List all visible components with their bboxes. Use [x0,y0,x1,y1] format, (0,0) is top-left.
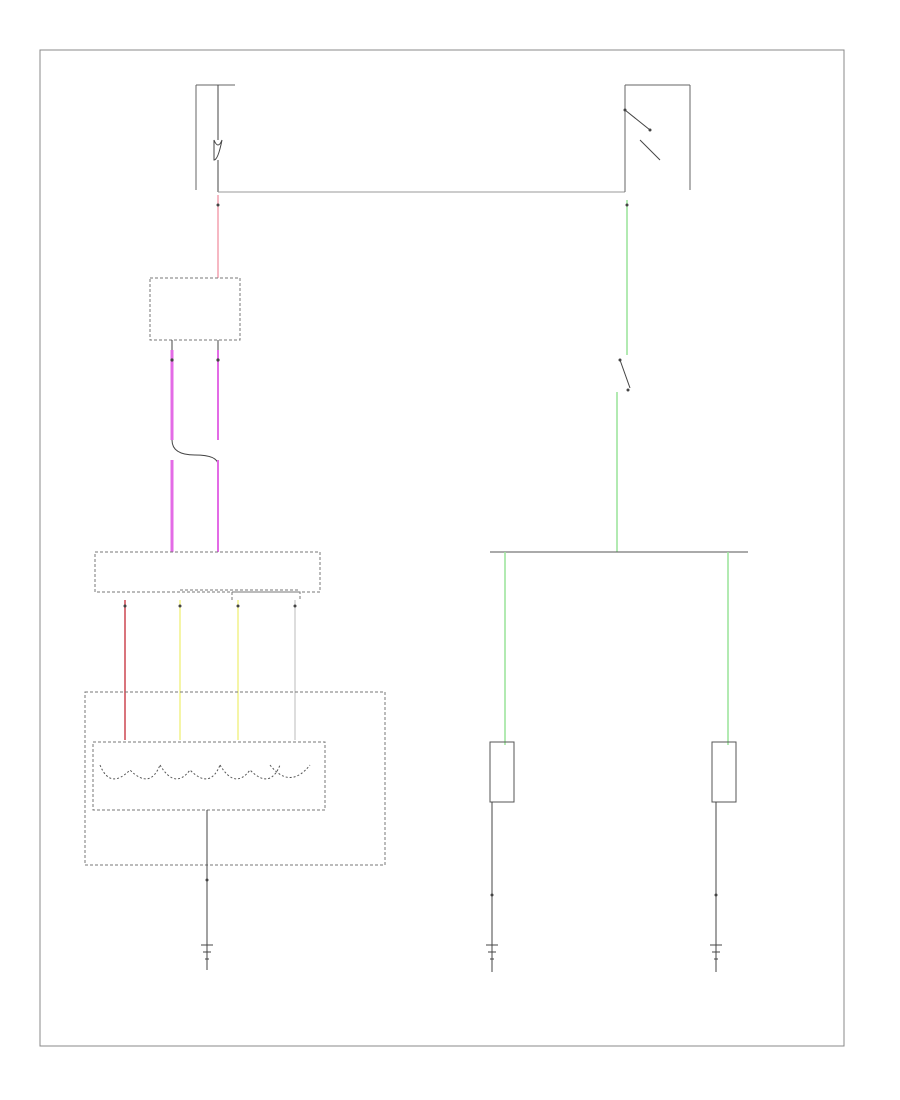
ground-left [201,944,213,960]
fuse-icon [213,139,223,161]
right-lamp [711,741,737,803]
diagram-frame [39,49,845,1047]
left-lamp [489,741,515,803]
ignition-switch [623,84,691,192]
splice [171,439,219,466]
instrument-cluster [94,551,321,600]
ground-right [710,944,722,960]
fuse-block [149,277,241,350]
brake-switch [618,358,631,392]
hazard-switch [84,691,386,870]
ground-mid [486,944,498,960]
hot-bus-left [195,84,235,192]
